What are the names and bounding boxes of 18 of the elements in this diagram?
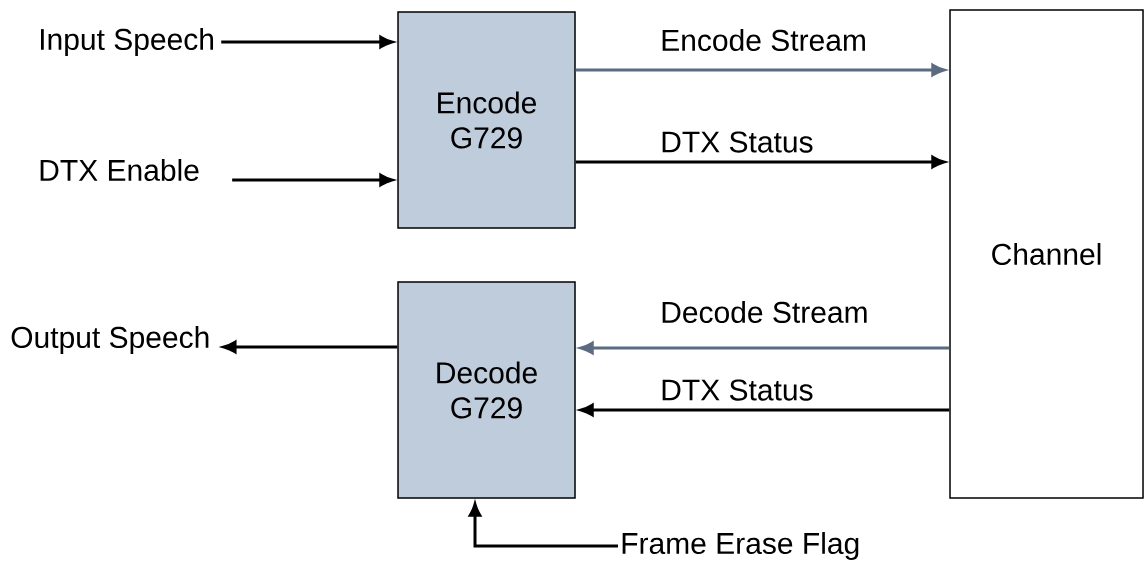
arrow [232,173,394,187]
signal-label: DTX Enable [40,159,199,181]
edge-label: DTX Status [658,377,816,403]
edge-label: Encode Stream [658,27,869,53]
process-box: Encode G729 [397,11,576,229]
edge-label: Decode Stream [658,299,871,325]
process-box: Decode G729 [397,281,576,499]
arrow [579,403,950,417]
arrow [575,63,946,77]
arrow [468,502,618,548]
channel-box: Channel [949,9,1144,499]
signal-label: Output Speech [11,326,209,354]
arrow [579,341,950,355]
edge-label: DTX Status [658,129,816,155]
arrow [221,35,394,49]
arrow [575,155,946,169]
signal-label: Input Speech [41,28,213,56]
signal-label: Frame Erase Flag [622,532,859,560]
